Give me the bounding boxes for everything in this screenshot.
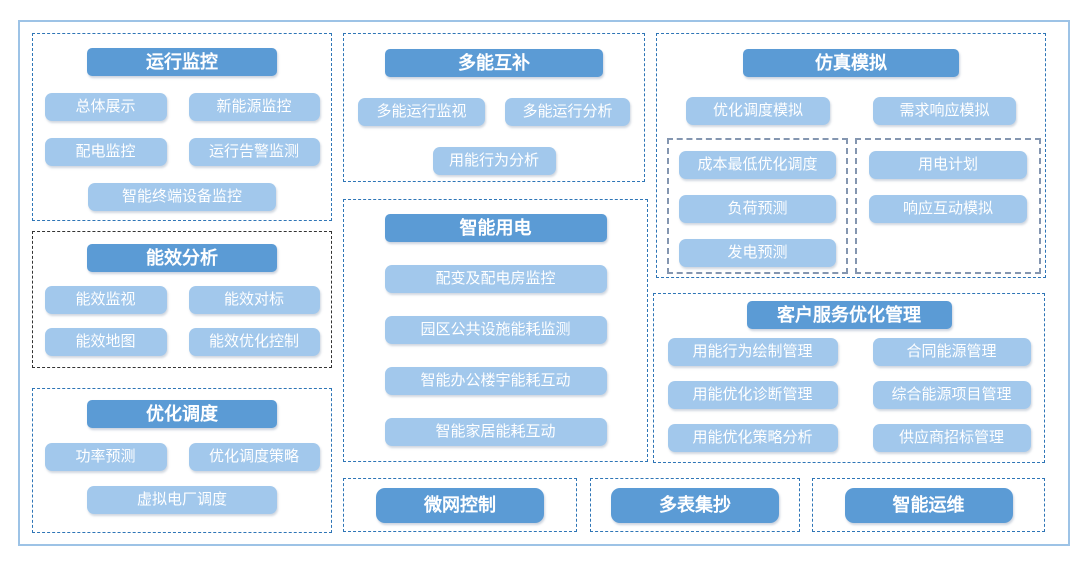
group-operation-monitoring: 运行监控 总体展示 新能源监控 配电监控 运行告警监测 智能终端设备监控 bbox=[32, 33, 332, 221]
module-item: 优化调度策略 bbox=[188, 443, 320, 471]
module-item: 智能家居能耗互动 bbox=[384, 418, 607, 446]
module-item: 能效监视 bbox=[44, 286, 167, 314]
group-intelligent-om: 智能运维 bbox=[812, 478, 1045, 532]
row: 能效监视 能效对标 bbox=[44, 286, 320, 314]
module-item: 功率预测 bbox=[44, 443, 167, 471]
smart-power-header: 智能用电 bbox=[384, 214, 607, 242]
intelligent-om-header: 智能运维 bbox=[844, 487, 1013, 523]
module-item: 总体展示 bbox=[44, 93, 167, 121]
simulation-header: 仿真模拟 bbox=[743, 49, 959, 77]
module-item: 用能行为分析 bbox=[432, 147, 556, 175]
row: 优化调度模拟 需求响应模拟 bbox=[686, 97, 1016, 125]
module-item: 能效对标 bbox=[188, 286, 320, 314]
row: 虚拟电厂调度 bbox=[87, 486, 277, 514]
module-item: 配电监控 bbox=[44, 138, 167, 166]
module-item: 用能优化策略分析 bbox=[667, 424, 838, 452]
module-item: 优化调度模拟 bbox=[686, 97, 830, 125]
module-item: 用电计划 bbox=[869, 151, 1027, 179]
optimal-dispatch-header: 优化调度 bbox=[87, 400, 277, 428]
subgroup-power-plan: 用电计划 响应互动模拟 bbox=[855, 138, 1041, 274]
module-item: 配变及配电房监控 bbox=[384, 265, 607, 293]
group-energy-efficiency: 能效分析 能效监视 能效对标 能效地图 能效优化控制 bbox=[32, 231, 332, 368]
module-item: 能效优化控制 bbox=[188, 328, 320, 356]
energy-efficiency-header: 能效分析 bbox=[87, 244, 277, 272]
microgrid-control-header: 微网控制 bbox=[376, 487, 544, 523]
group-customer-service: 客户服务优化管理 用能行为绘制管理 用能优化诊断管理 用能优化策略分析 合同能源… bbox=[653, 293, 1045, 463]
module-item: 园区公共设施能耗监测 bbox=[384, 316, 607, 344]
group-smart-power: 智能用电 配变及配电房监控 园区公共设施能耗监测 智能办公楼宇能耗互动 智能家居… bbox=[343, 199, 648, 462]
customer-service-left-column: 用能行为绘制管理 用能优化诊断管理 用能优化策略分析 bbox=[667, 338, 838, 452]
module-item: 用能行为绘制管理 bbox=[667, 338, 838, 366]
row: 配电监控 运行告警监测 bbox=[44, 138, 320, 166]
subgroup-cost-optimization: 成本最低优化调度 负荷预测 发电预测 bbox=[667, 138, 848, 274]
module-item: 智能办公楼宇能耗互动 bbox=[384, 367, 607, 395]
module-item: 多能运行监视 bbox=[358, 98, 485, 126]
row: 用能行为分析 bbox=[432, 147, 556, 175]
group-simulation: 仿真模拟 优化调度模拟 需求响应模拟 成本最低优化调度 负荷预测 发电预测 用电… bbox=[656, 33, 1046, 278]
multi-energy-header: 多能互补 bbox=[385, 49, 603, 77]
module-item: 负荷预测 bbox=[679, 195, 836, 223]
module-item: 发电预测 bbox=[679, 239, 836, 267]
operation-monitoring-header: 运行监控 bbox=[87, 48, 277, 76]
group-optimal-dispatch: 优化调度 功率预测 优化调度策略 虚拟电厂调度 bbox=[32, 388, 332, 533]
module-item: 综合能源项目管理 bbox=[872, 381, 1031, 409]
row: 多能运行监视 多能运行分析 bbox=[358, 98, 630, 126]
group-multi-energy: 多能互补 多能运行监视 多能运行分析 用能行为分析 bbox=[343, 33, 645, 182]
group-meter-reading: 多表集抄 bbox=[590, 478, 800, 532]
row: 智能终端设备监控 bbox=[88, 183, 276, 211]
row: 能效地图 能效优化控制 bbox=[44, 328, 320, 356]
customer-service-right-column: 合同能源管理 综合能源项目管理 供应商招标管理 bbox=[872, 338, 1031, 452]
customer-service-header: 客户服务优化管理 bbox=[746, 301, 952, 329]
meter-reading-header: 多表集抄 bbox=[611, 487, 779, 523]
module-item: 响应互动模拟 bbox=[869, 195, 1027, 223]
row: 总体展示 新能源监控 bbox=[44, 93, 320, 121]
row: 功率预测 优化调度策略 bbox=[44, 443, 320, 471]
module-item: 多能运行分析 bbox=[505, 98, 630, 126]
module-item: 智能终端设备监控 bbox=[88, 183, 276, 211]
group-microgrid-control: 微网控制 bbox=[343, 478, 577, 532]
module-item: 用能优化诊断管理 bbox=[667, 381, 838, 409]
module-item: 运行告警监测 bbox=[188, 138, 320, 166]
module-item: 新能源监控 bbox=[188, 93, 320, 121]
module-item: 需求响应模拟 bbox=[873, 97, 1016, 125]
module-item: 虚拟电厂调度 bbox=[87, 486, 277, 514]
module-item: 能效地图 bbox=[44, 328, 167, 356]
columns: 用能行为绘制管理 用能优化诊断管理 用能优化策略分析 合同能源管理 综合能源项目… bbox=[667, 338, 1031, 452]
module-item: 成本最低优化调度 bbox=[679, 151, 836, 179]
module-item: 合同能源管理 bbox=[872, 338, 1031, 366]
module-item: 供应商招标管理 bbox=[872, 424, 1031, 452]
